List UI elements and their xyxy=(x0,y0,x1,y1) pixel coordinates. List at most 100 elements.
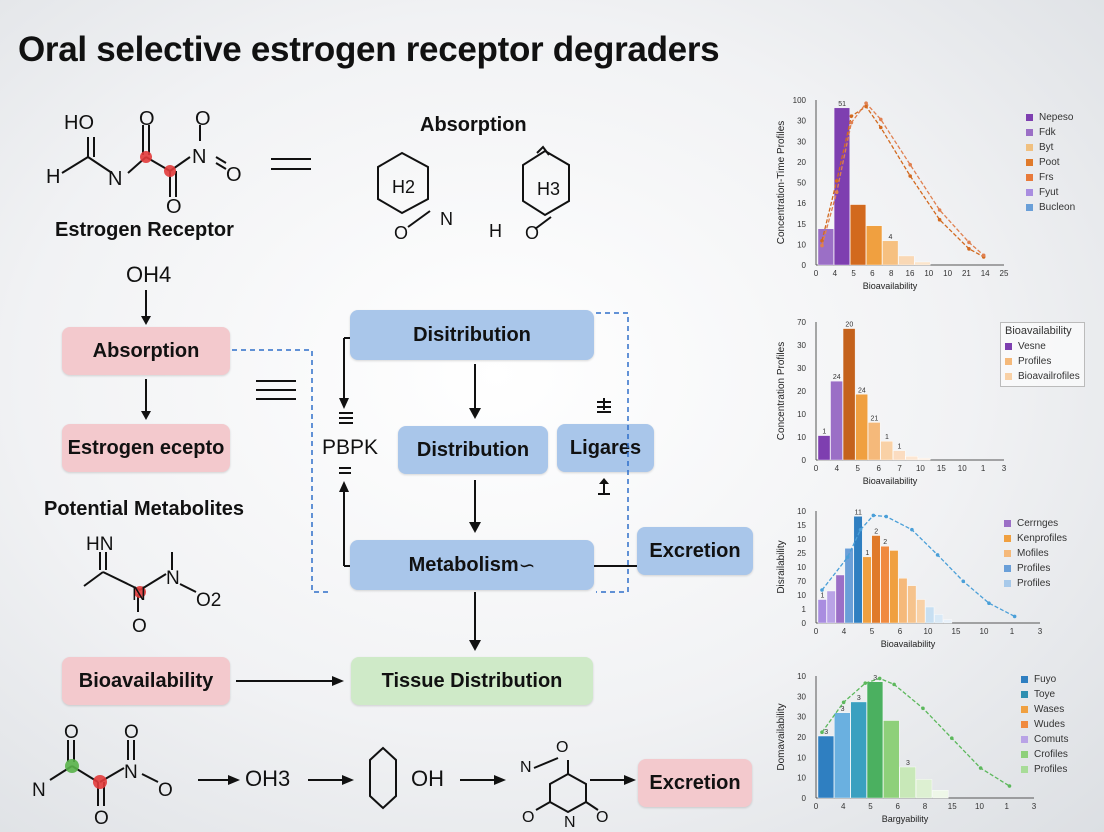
x-tick-label: 10 xyxy=(975,802,984,811)
excretion-bottom-box[interactable]: Excretion xyxy=(638,759,752,807)
x-tick-label: 15 xyxy=(948,802,957,811)
x-tick-label: 14 xyxy=(981,269,990,278)
legend-label: Frs xyxy=(1039,172,1054,183)
curve-point xyxy=(878,117,883,122)
distribution-top-label: Disitribution xyxy=(413,323,531,346)
molecule-metabolite: HN N N O2 O xyxy=(83,534,221,637)
legend-label: Fdk xyxy=(1039,127,1056,138)
y-tick-label: 70 xyxy=(797,577,806,586)
x-tick-label: 1 xyxy=(981,464,986,473)
y-axis-label: Disrailability xyxy=(776,540,787,593)
estrogen-box-label: Estrogen ecepto xyxy=(67,436,225,459)
x-tick-label: 3 xyxy=(1032,802,1037,811)
atom-o: O xyxy=(124,722,139,743)
fit-curve xyxy=(821,102,985,256)
legend-swatch xyxy=(1004,565,1011,572)
y-tick-label: 15 xyxy=(797,521,806,530)
legend-label: Toye xyxy=(1034,689,1056,700)
bar xyxy=(918,457,931,461)
atom-o: O xyxy=(94,808,109,829)
distribution-top-box[interactable]: Disitribution xyxy=(350,310,594,360)
absorption-box-label: Absorption xyxy=(92,339,200,362)
legend-label: Vesne xyxy=(1018,341,1046,352)
curve-point xyxy=(978,766,983,770)
excretion-right-label: Excretion xyxy=(649,539,741,562)
atom-o: O xyxy=(139,108,155,130)
atom-o2: O2 xyxy=(196,590,221,611)
atom-n: N xyxy=(192,146,206,168)
absorption-box[interactable]: Absorption xyxy=(62,327,230,375)
bar xyxy=(914,261,931,266)
y-tick-label: 10 xyxy=(797,774,806,783)
bar xyxy=(866,225,883,266)
x-tick-label: 10 xyxy=(924,269,933,278)
y-tick-label: 100 xyxy=(793,96,807,105)
x-tick-label: 5 xyxy=(868,802,873,811)
estrogen-box[interactable]: Estrogen ecepto xyxy=(62,424,230,472)
y-tick-label: 10 xyxy=(797,535,806,544)
bar-label: 3 xyxy=(857,695,861,702)
bioavailability-box[interactable]: Bioavailability xyxy=(62,657,230,705)
x-tick-label: 10 xyxy=(924,627,933,636)
ligares-box[interactable]: Ligares xyxy=(557,424,654,472)
legend-swatch xyxy=(1026,189,1033,196)
atom-o: O xyxy=(522,809,534,826)
legend-item: Nepeso xyxy=(1026,110,1075,125)
oh3-label: OH3 xyxy=(245,766,291,791)
x-tick-label: 8 xyxy=(923,802,928,811)
bar-label: 51 xyxy=(838,101,846,108)
x-tick-label: 10 xyxy=(916,464,925,473)
legend-label: Wases xyxy=(1034,704,1065,715)
excretion-right-box[interactable]: Excretion xyxy=(637,527,753,575)
bar xyxy=(834,712,851,799)
distribution-mid-box[interactable]: Distribution xyxy=(398,426,548,474)
x-tick-label: 4 xyxy=(835,464,840,473)
legend-item: Comuts xyxy=(1021,732,1068,747)
curve-point xyxy=(987,601,991,606)
legend-item: Mofiles xyxy=(1004,546,1067,561)
curve-point xyxy=(864,104,868,109)
bar xyxy=(826,590,836,624)
y-tick-label: 10 xyxy=(797,753,806,762)
legend-item: Profiles xyxy=(1004,561,1067,576)
equals-sign xyxy=(271,158,311,170)
legend-swatch xyxy=(1005,373,1012,380)
atom-h3: H3 xyxy=(537,179,560,199)
legend-label: Profiles xyxy=(1018,356,1052,367)
atom-o: O xyxy=(525,223,539,243)
atom-n: N xyxy=(108,168,122,190)
bar xyxy=(883,720,900,799)
atom-o: O xyxy=(556,739,568,756)
curve-point xyxy=(864,101,868,106)
metabolism-box[interactable]: Metabolism∽ xyxy=(350,540,594,590)
bar xyxy=(855,394,868,461)
x-tick-label: 6 xyxy=(876,464,881,473)
bar xyxy=(899,766,916,799)
x-axis-label: Bioavailability xyxy=(881,639,936,649)
legend-swatch xyxy=(1026,159,1033,166)
x-tick-label: 10 xyxy=(980,627,989,636)
legend-label: Crofiles xyxy=(1034,749,1068,760)
legend-item: Bioavailrofiles xyxy=(1005,369,1080,384)
legend-label: Fuyo xyxy=(1034,674,1057,685)
y-tick-label: 10 xyxy=(797,433,806,442)
bar-label: 21 xyxy=(871,415,879,422)
tissue-distribution-box[interactable]: Tissue Distribution xyxy=(351,657,593,705)
legend-swatch xyxy=(1005,358,1012,365)
curve-point xyxy=(910,527,914,532)
x-tick-label: 0 xyxy=(814,627,819,636)
legend-item: Crofiles xyxy=(1021,747,1068,762)
bar xyxy=(916,599,926,624)
y-tick-label: 1 xyxy=(802,605,807,614)
bar xyxy=(882,240,899,266)
y-tick-label: 16 xyxy=(797,199,806,208)
legend-swatch xyxy=(1004,550,1011,557)
arrow-right xyxy=(590,775,636,785)
bar xyxy=(915,779,933,799)
atom-o: O xyxy=(64,722,79,743)
bar-label: 3 xyxy=(824,729,828,736)
triple-equals-sign xyxy=(256,380,296,400)
y-tick-label: 20 xyxy=(797,387,806,396)
bar-label: 2 xyxy=(883,539,887,546)
